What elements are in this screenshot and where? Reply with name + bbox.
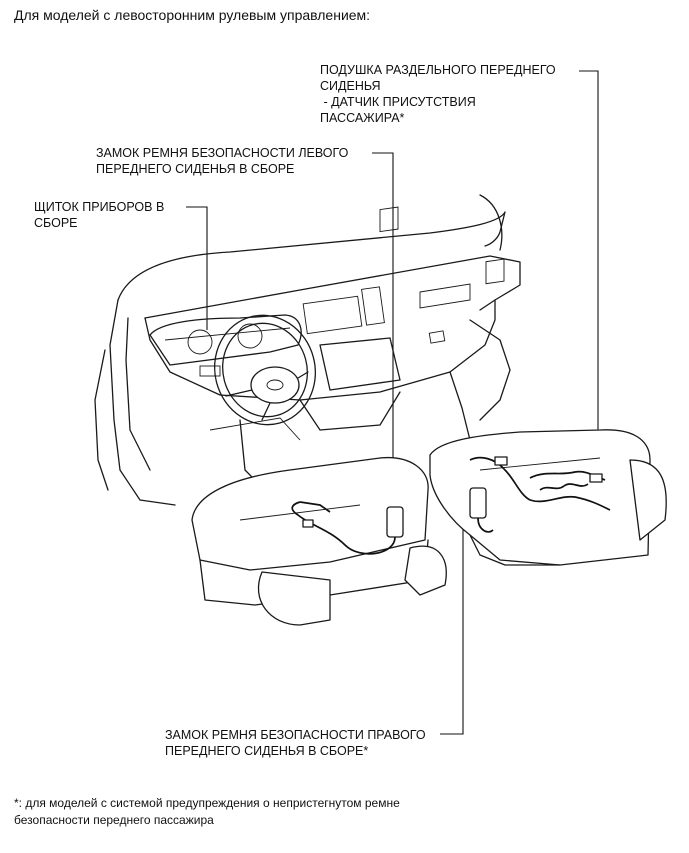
meter-callout: ЩИТОК ПРИБОРОВ В СБОРЕ xyxy=(34,199,164,231)
lh-buckle-label-line1: ЗАМОК РЕМНЯ БЕЗОПАСНОСТИ ЛЕВОГО xyxy=(96,146,349,160)
right-seat xyxy=(429,429,667,566)
occupant-sensor-label-line3: - ДАТЧИК ПРИСУТСТВИЯ xyxy=(320,95,476,109)
occupant-sensor-callout: ПОДУШКА РАЗДЕЛЬНОГО ПЕРЕДНЕГО СИДЕНЬЯ - … xyxy=(320,62,556,126)
footnote-line2: безопасности переднего пассажира xyxy=(14,813,214,827)
occupant-sensor-label-line4: ПАССАЖИРА* xyxy=(320,111,405,125)
meter-leader xyxy=(186,206,208,330)
footnote: *: для моделей с системой предупреждения… xyxy=(14,795,400,829)
lh-buckle-label-line2: ПЕРЕДНЕГО СИДЕНЬЯ В СБОРЕ xyxy=(96,162,295,176)
lh-buckle-callout: ЗАМОК РЕМНЯ БЕЗОПАСНОСТИ ЛЕВОГО ПЕРЕДНЕГ… xyxy=(96,145,348,177)
meter-label-line1: ЩИТОК ПРИБОРОВ В xyxy=(34,200,165,214)
lh-buckle-leader xyxy=(372,152,394,512)
left-seat xyxy=(191,456,447,626)
rh-buckle-label-line1: ЗАМОК РЕМНЯ БЕЗОПАСНОСТИ ПРАВОГО xyxy=(165,728,426,742)
dashboard xyxy=(94,194,521,506)
page-header: Для моделей с левосторонним рулевым упра… xyxy=(14,7,371,23)
occupant-sensor-label-line2: СИДЕНЬЯ xyxy=(320,79,381,93)
rh-buckle-leader xyxy=(440,510,464,735)
leader-lines xyxy=(186,70,599,735)
rh-buckle-label-line2: ПЕРЕДНЕГО СИДЕНЬЯ В СБОРЕ* xyxy=(165,744,369,758)
footnote-line1: *: для моделей с системой предупреждения… xyxy=(14,796,400,810)
occupant-sensor-leader xyxy=(579,70,599,480)
meter-label-line2: СБОРЕ xyxy=(34,216,78,230)
occupant-sensor-label-line1: ПОДУШКА РАЗДЕЛЬНОГО ПЕРЕДНЕГО xyxy=(320,63,556,77)
rh-buckle-callout: ЗАМОК РЕМНЯ БЕЗОПАСНОСТИ ПРАВОГО ПЕРЕДНЕ… xyxy=(165,727,426,759)
